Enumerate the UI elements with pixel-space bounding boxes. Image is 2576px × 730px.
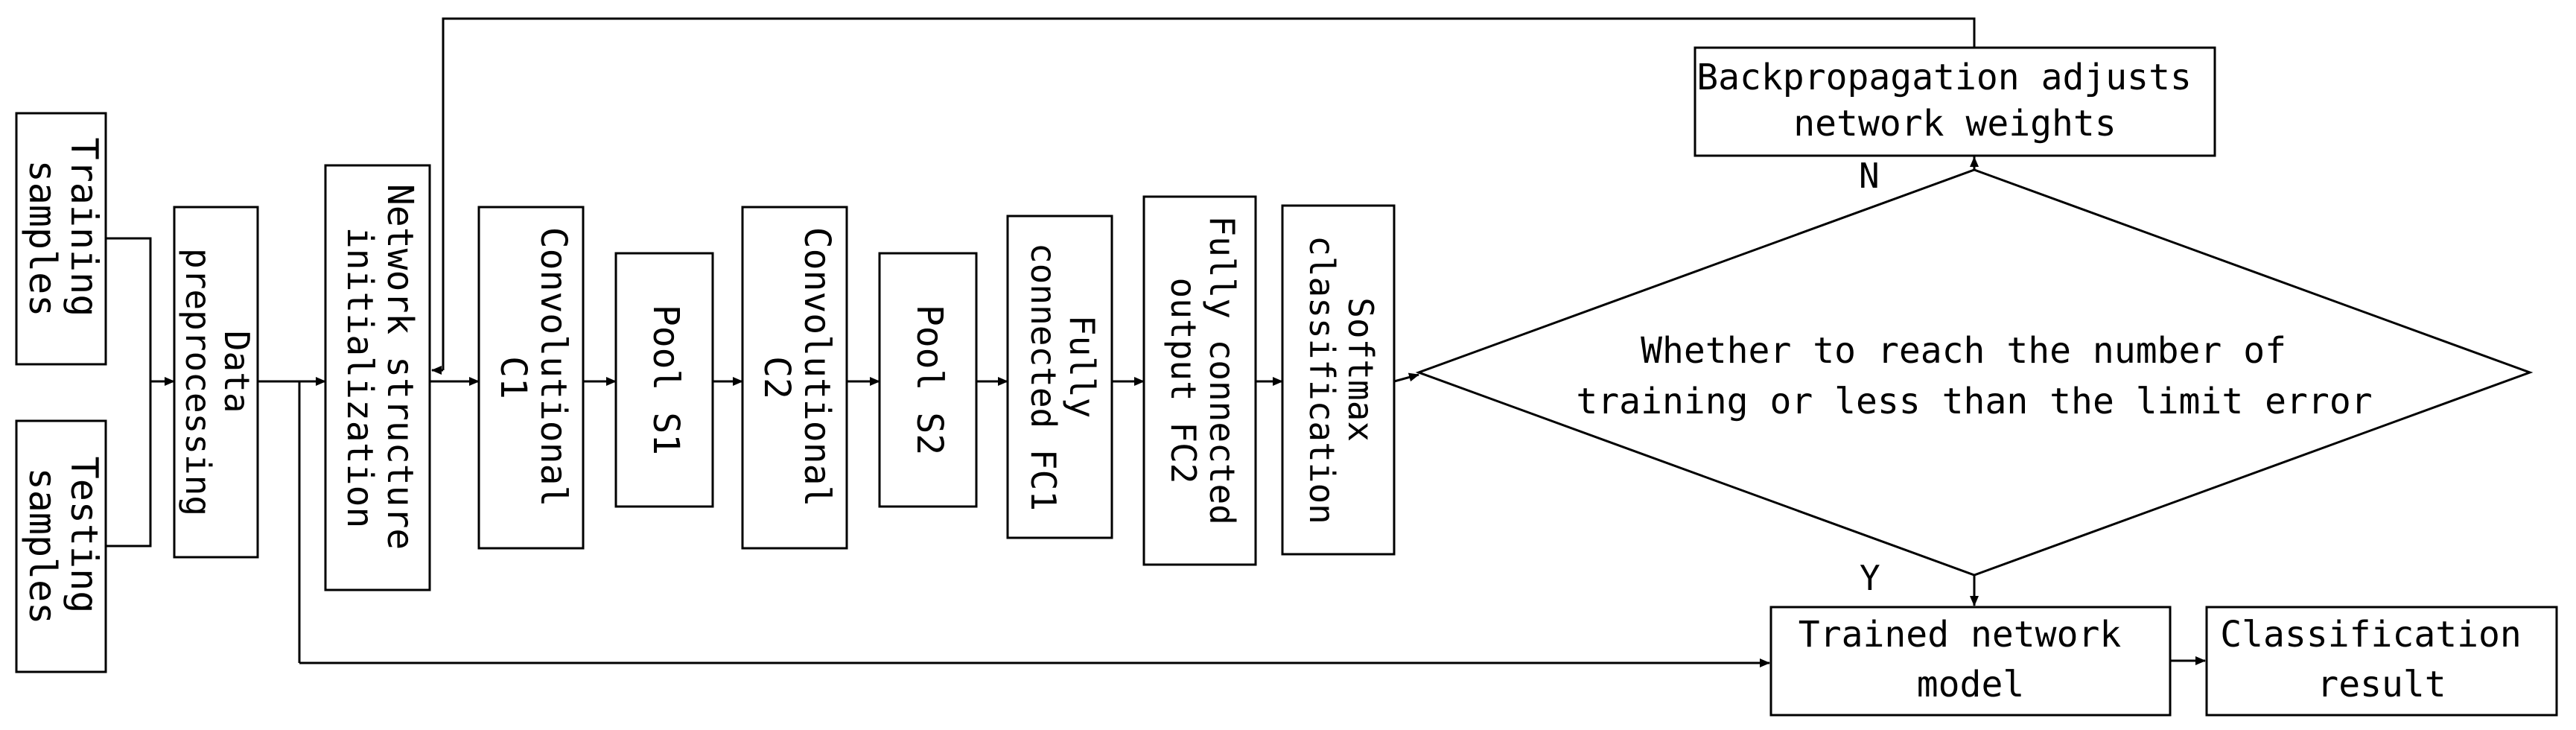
softmax-label: Softmax classification [1302,235,1381,524]
trained-model-label: Trained network model [1799,614,2143,705]
network-init-label: Network structure initialization [339,184,421,571]
training-to-merge-line [106,237,152,381]
conv-c2-label: Convolutional C2 [756,227,838,529]
fc1-label: Fully connected FC1 [1023,243,1102,511]
classification-result-label: Classification result [2220,614,2542,705]
testing-to-merge-line [106,381,152,548]
training-samples-label: Training samples [21,138,106,340]
pool-s2-label: Pool S2 [909,305,950,455]
backprop-box [1694,46,2216,157]
conv-c1-label: Convolutional C1 [492,227,574,529]
backprop-label: Backpropagation adjusts network weights [1696,57,2213,145]
data-preprocessing-label: Data preprocessing [178,248,257,516]
arrow-softmax-to-decision [1393,372,1419,383]
fc2-label: Fully connected output FC2 [1163,215,1242,545]
yes-branch-label: Y [1860,558,1880,598]
pool-s1-label: Pool S1 [645,305,687,455]
decision-label: Whether to reach the number of training … [1576,330,2372,422]
classification-result-box [2205,606,2558,717]
decision-diamond [1415,168,2534,577]
testing-samples-label: Testing samples [21,457,106,636]
no-branch-label: N [1859,156,1880,196]
